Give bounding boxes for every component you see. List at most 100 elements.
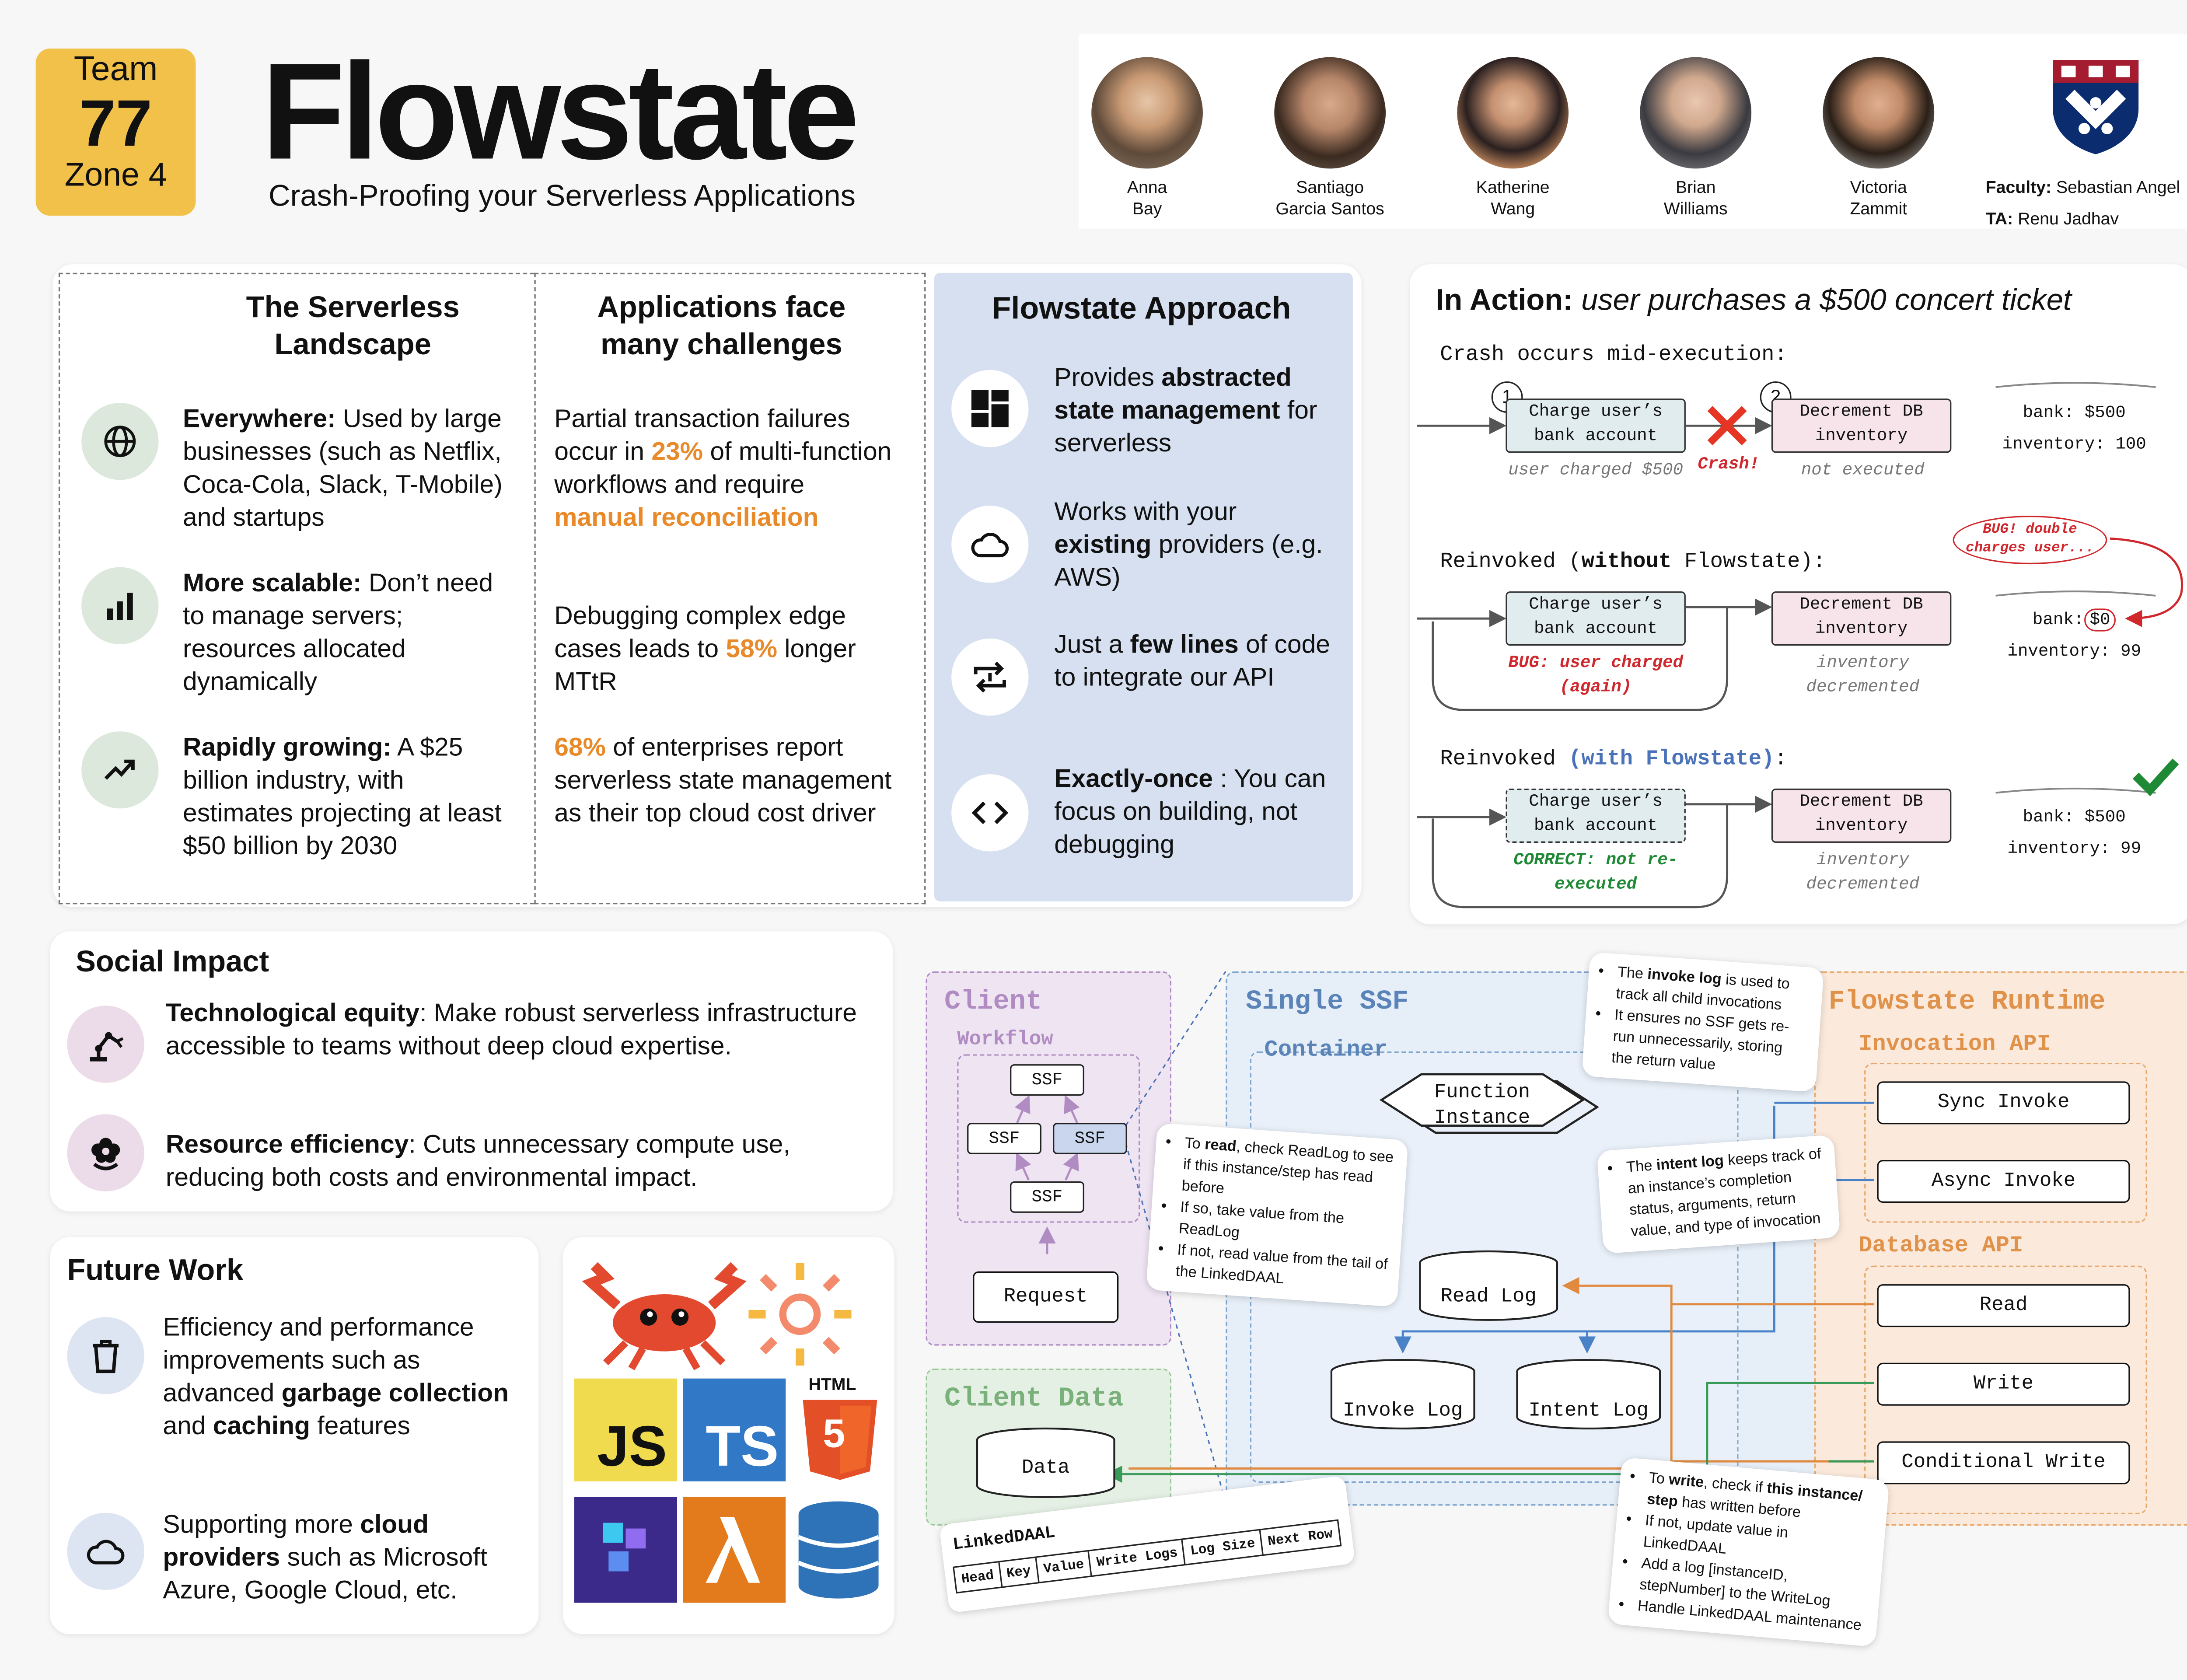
- cloud-icon: [87, 1540, 125, 1565]
- approach-item: Just a few lines of code to integrate ou…: [1054, 630, 1331, 692]
- cloud-icon: [971, 533, 1009, 558]
- challenge-item: Partial transaction failures occur in 23…: [554, 404, 892, 531]
- social-heading: Social Impact: [76, 946, 269, 979]
- member-card: Anna Bay: [1069, 57, 1226, 220]
- member-first-name: Santiago: [1296, 177, 1364, 197]
- ssf-node-highlighted[interactable]: SSF: [1053, 1123, 1127, 1154]
- avatar: [1640, 57, 1752, 169]
- client-data-title: Client Data: [944, 1383, 1124, 1415]
- avatar: [1274, 57, 1386, 169]
- future-item: Supporting more cloud providers such as …: [163, 1510, 487, 1604]
- member-card: Katherine Wang: [1434, 57, 1591, 220]
- container-title: Container: [1264, 1037, 1388, 1063]
- step-functions-logo: [574, 1497, 678, 1603]
- team-number: 77: [79, 85, 153, 160]
- approach-item: Provides abstracted state management for…: [1054, 363, 1317, 458]
- landscape-item: Everywhere: Used by large businesses (su…: [183, 404, 503, 531]
- linkeddaal-column: Head: [954, 1562, 1003, 1592]
- linkeddaal-title: LinkedDAAL: [951, 1523, 1056, 1555]
- faculty-name: Sebastian Angel: [2056, 177, 2180, 197]
- intent-log-store: Intent Log: [1514, 1357, 1663, 1432]
- user-charged-note: user charged $500: [1508, 460, 1684, 480]
- dashboard-icon-circle: [951, 370, 1029, 447]
- challenges-column: [534, 272, 926, 905]
- ssf-node[interactable]: SSF: [967, 1123, 1041, 1154]
- approach-column: Flowstate Approach Provides abstracted s…: [934, 272, 1353, 901]
- future-item: Efficiency and performance improvements …: [163, 1313, 509, 1440]
- sunburst-logo: [748, 1263, 852, 1366]
- runtime-title: Flowstate Runtime: [1828, 985, 2106, 1017]
- team-label: Team: [73, 50, 158, 89]
- request-node[interactable]: Request: [973, 1271, 1119, 1323]
- linkeddaal-column: Next Row: [1267, 1526, 1334, 1550]
- code-icon: [971, 801, 1009, 824]
- invocation-api-region: [1864, 1062, 2147, 1223]
- repeat-one-icon: [974, 661, 1006, 693]
- async-invoke-button[interactable]: Async Invoke: [1877, 1160, 2130, 1203]
- read-tooltip: To read, check ReadLog to see if this in…: [1146, 1123, 1408, 1307]
- trash-icon: [93, 1340, 119, 1373]
- linkeddaal-column: Key: [999, 1558, 1040, 1587]
- read-button[interactable]: Read: [1877, 1284, 2130, 1327]
- scenario-crash-label: Crash occurs mid-execution:: [1440, 342, 1787, 367]
- crash-note: Crash!: [1698, 454, 1760, 475]
- landscape-column: [58, 272, 535, 905]
- dashboard-icon: [971, 390, 1009, 427]
- read-log-store: Read Log: [1417, 1248, 1560, 1323]
- linkeddaal-column: Value: [1036, 1551, 1093, 1582]
- avatar: [1091, 57, 1203, 169]
- landscape-item: Rapidly growing: A $25 billion industry,…: [183, 733, 502, 860]
- tech-logos-panel: JS TS HTML 5: [562, 1237, 894, 1635]
- landscape-item: More scalable: Don’t need to manage serv…: [183, 568, 493, 696]
- bug-charged-note: BUG: user charged(again): [1508, 653, 1684, 697]
- member-first-name: Katherine: [1476, 177, 1550, 197]
- scenario-with-label: Reinvoked (with Flowstate):: [1440, 747, 1787, 772]
- invoke-log-tooltip: The invoke log is used to track all chil…: [1582, 952, 1824, 1093]
- repeat-one-icon-circle: [951, 638, 1029, 716]
- not-executed-note: not executed: [1801, 460, 1925, 480]
- future-heading: Future Work: [67, 1254, 244, 1287]
- linkeddaal-column: Write Logs: [1090, 1540, 1186, 1575]
- linkeddaal-column: Log Size: [1183, 1530, 1264, 1564]
- ta-label: TA:: [1985, 208, 2013, 229]
- robot-arm-icon-circle: [67, 1006, 144, 1083]
- write-button[interactable]: Write: [1877, 1362, 2130, 1406]
- database-api-title: Database API: [1859, 1233, 2023, 1259]
- team-members-panel: Anna Bay Santiago Garcia Santos Katherin…: [1078, 34, 2187, 229]
- workflow-region: [957, 1054, 1140, 1223]
- invocation-api-title: Invocation API: [1859, 1031, 2051, 1057]
- globe-icon-circle: [81, 403, 159, 480]
- invoke-log-store: Invoke Log: [1328, 1357, 1477, 1432]
- workflow-title: Workflow: [957, 1028, 1053, 1051]
- avatar: [1823, 57, 1935, 169]
- ssf-node[interactable]: SSF: [1010, 1181, 1084, 1213]
- rust-crab-logo: [582, 1262, 747, 1370]
- scenario-without-label: Reinvoked (without Flowstate):: [1440, 550, 1826, 574]
- university-shield-logo: [2053, 60, 2139, 154]
- client-title: Client: [944, 985, 1042, 1017]
- faculty-label: Faculty:: [1985, 177, 2052, 197]
- challenge-item: 68% of enterprises report serverless sta…: [554, 733, 892, 828]
- html5-logo: HTML 5: [794, 1374, 886, 1483]
- member-last-name: Zammit: [1850, 198, 1908, 219]
- intent-log-tooltip: The intent log keeps track of an instanc…: [1597, 1135, 1841, 1254]
- globe-icon: [104, 426, 136, 458]
- sync-invoke-button[interactable]: Sync Invoke: [1877, 1081, 2130, 1125]
- ssf-node[interactable]: SSF: [1010, 1064, 1084, 1096]
- conditional-write-button[interactable]: Conditional Write: [1877, 1441, 2130, 1484]
- social-impact-panel: Social Impact Technological equity: Make…: [50, 931, 893, 1212]
- aws-lambda-logo: [683, 1497, 786, 1603]
- db-state: bank:$0 inventory: 99: [1988, 604, 2160, 667]
- flower-icon: [91, 1138, 120, 1170]
